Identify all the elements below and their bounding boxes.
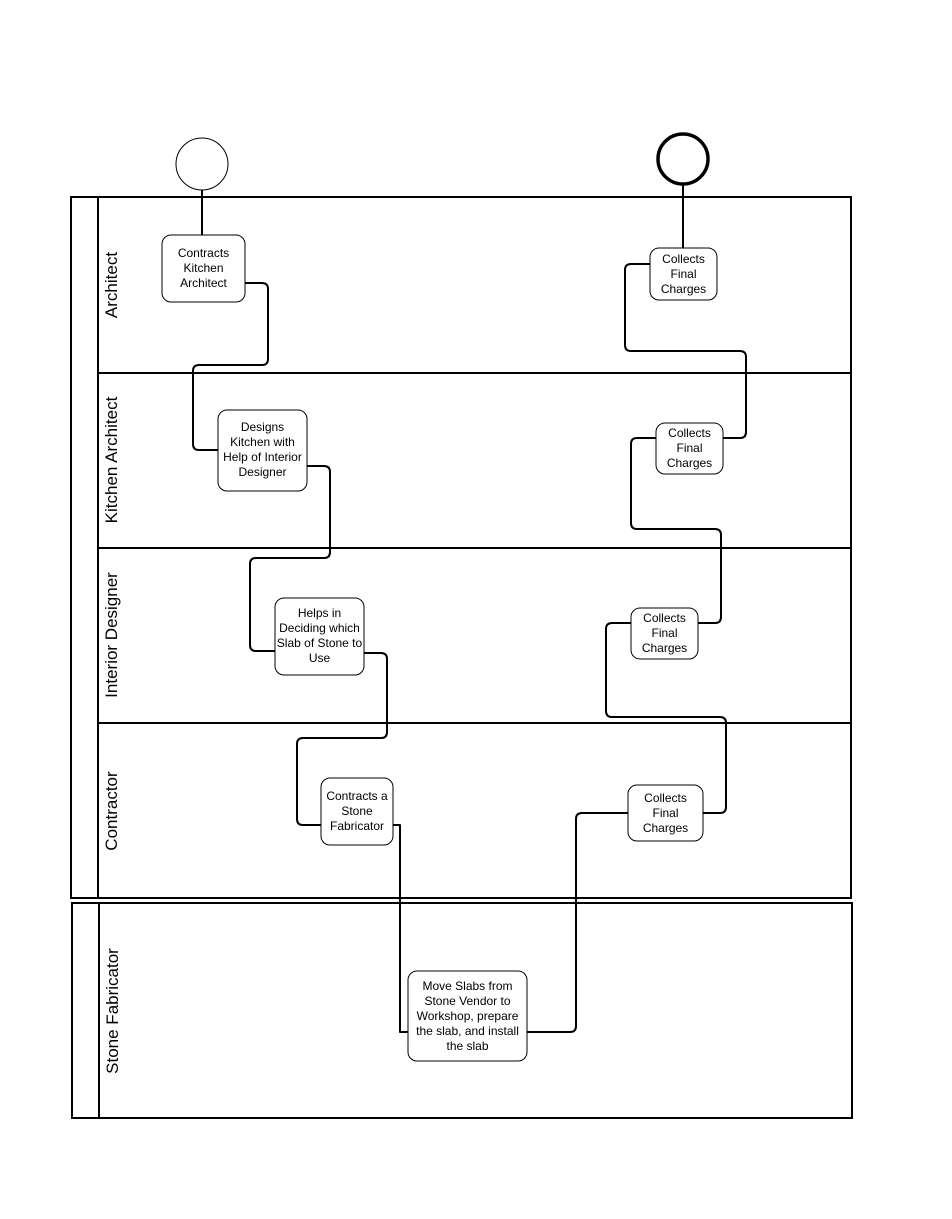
stone-fabricator-pool xyxy=(71,902,853,1119)
connector xyxy=(527,812,628,1033)
lane-label-interior-designer: Interior Designer xyxy=(102,572,121,698)
connector xyxy=(296,652,388,826)
lane-label-kitchen-architect: Kitchen Architect xyxy=(102,396,121,523)
connector xyxy=(630,437,722,624)
connector xyxy=(249,465,331,652)
connector xyxy=(605,622,727,814)
lane-label-stone-fabricator: Stone Fabricator xyxy=(103,948,122,1074)
lane-label-contractor: Contractor xyxy=(102,771,121,851)
connector xyxy=(393,824,408,1033)
end-event xyxy=(656,132,710,186)
connector xyxy=(192,282,269,451)
start-event xyxy=(175,137,229,191)
connector xyxy=(624,263,747,439)
lane-label-architect: Architect xyxy=(102,252,121,318)
